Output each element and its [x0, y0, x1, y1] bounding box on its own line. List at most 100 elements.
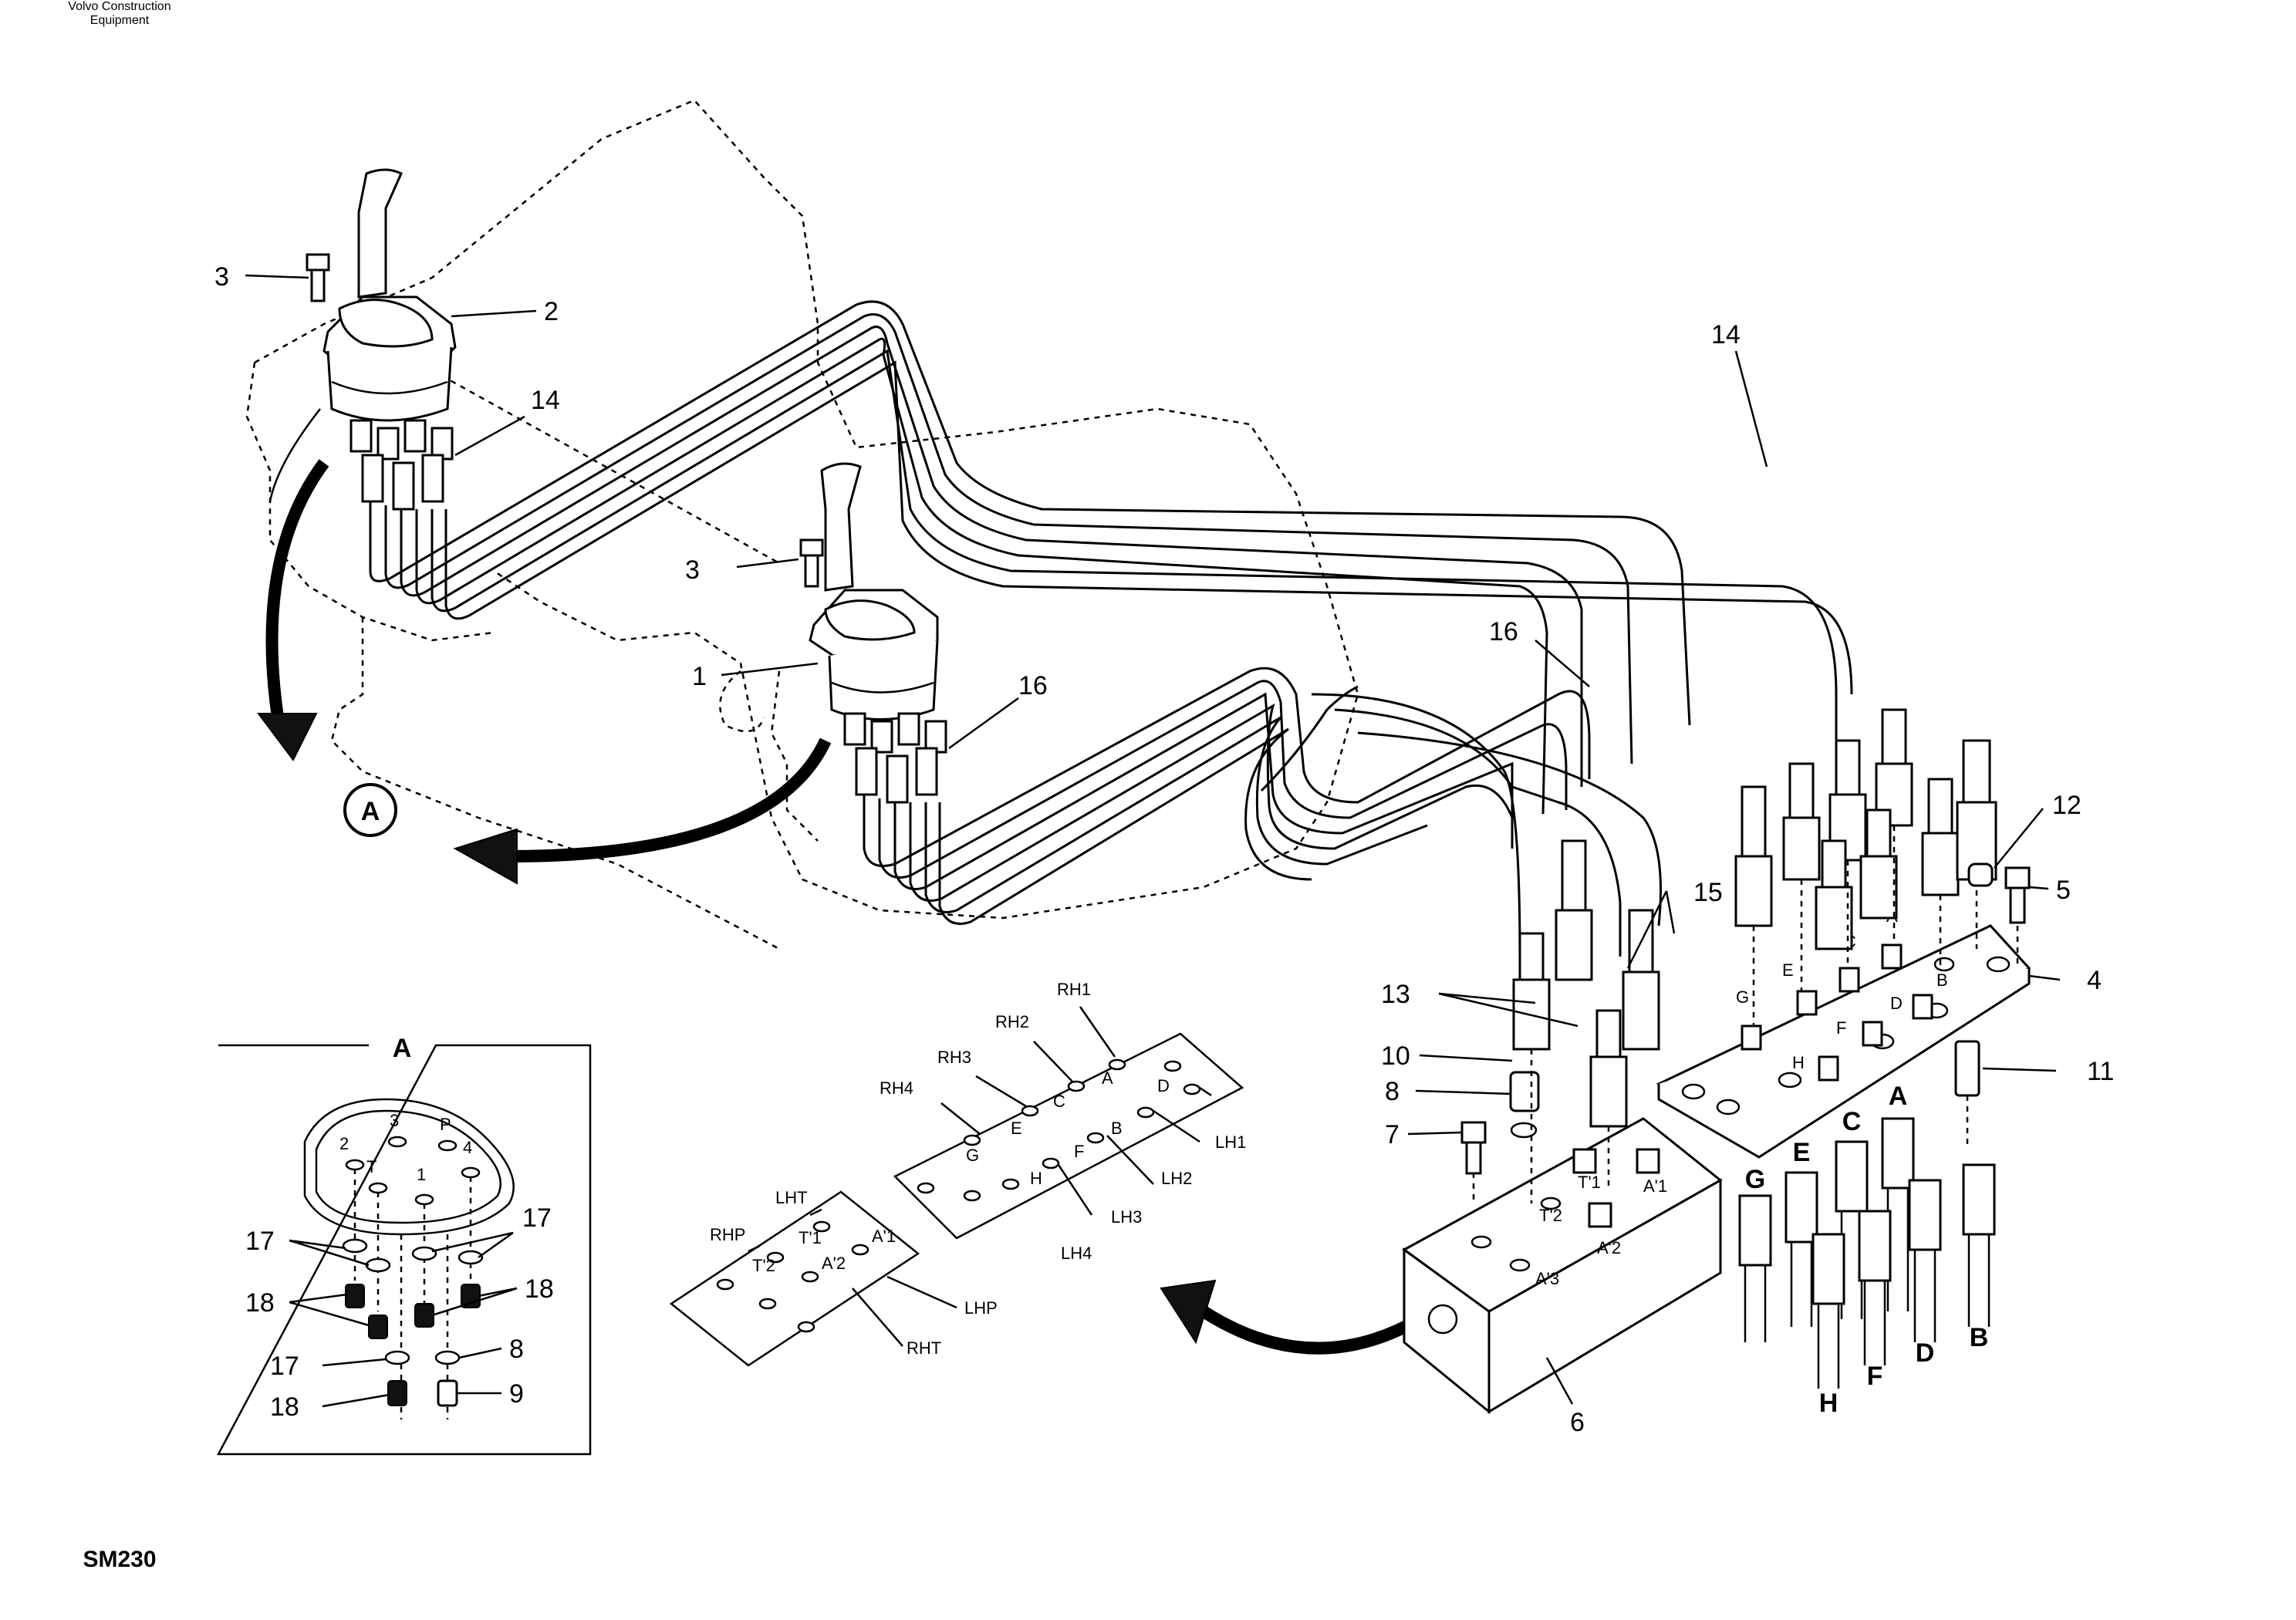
callout-8: 8	[1385, 1077, 1400, 1106]
detail-label-9: 9	[509, 1379, 524, 1409]
detail-a-title: A	[393, 1034, 412, 1063]
port-plate-right: A C E G D B F H RH1 RH2 RH3 RH4 LH1 LH2 …	[880, 980, 1246, 1263]
plug-12	[1967, 862, 1994, 887]
hose-end-d: D	[1916, 1338, 1935, 1368]
plate-right-port-d: D	[1157, 1076, 1170, 1095]
plate-right-lh4: LH4	[1061, 1244, 1092, 1263]
callout-3-left: 3	[214, 262, 229, 292]
left-joystick-fittings	[349, 419, 454, 511]
hose-end-a: A	[1889, 1082, 1908, 1111]
plate-left-a2: A'2	[822, 1254, 846, 1273]
arrow-to-plates	[1160, 1279, 1423, 1355]
detail-label-18c: 18	[270, 1392, 299, 1422]
port-plate-left: T'2 T'1 A'1 A'2 LHT RHP LHP RHT	[669, 1188, 998, 1367]
callout-15: 15	[1693, 878, 1723, 907]
hose-bundle-16	[863, 667, 1662, 957]
detail-label-8: 8	[509, 1335, 524, 1364]
block-port-a2: A'2	[1597, 1238, 1621, 1257]
callout-14-right: 14	[1711, 320, 1741, 349]
manifold-port-g: G	[1736, 987, 1749, 1007]
arrow-to-detail-a	[257, 459, 329, 761]
footer-brand-line1: Volvo Construction	[68, 0, 171, 13]
manifold-port-d: D	[1890, 994, 1903, 1013]
callout-5: 5	[2056, 876, 2071, 905]
detail-label-17a: 17	[245, 1227, 275, 1256]
console-outline	[245, 99, 1359, 950]
plate-left-rht: RHT	[907, 1338, 941, 1358]
block-port-a3: A'3	[1535, 1269, 1559, 1288]
hose-end-h: H	[1819, 1389, 1838, 1418]
manifold-port-h: H	[1792, 1053, 1805, 1072]
hose-end-f: F	[1867, 1362, 1883, 1391]
detail-pin-3: 3	[390, 1111, 399, 1130]
plate-left-rhp: RHP	[710, 1225, 745, 1244]
hose-end-g: G	[1745, 1165, 1765, 1194]
plate-left-lhp: LHP	[964, 1298, 998, 1318]
callout-10: 10	[1381, 1041, 1410, 1071]
plate-right-port-a: A	[1102, 1068, 1113, 1088]
plate-right-rh4: RH4	[880, 1078, 913, 1098]
plate-left-a1: A'1	[872, 1227, 896, 1246]
plate-left-t2: T'2	[752, 1256, 775, 1275]
callout-2: 2	[544, 297, 559, 326]
right-joystick	[809, 462, 947, 804]
hose-end-b: B	[1970, 1323, 1989, 1352]
detail-pin-t: T	[366, 1157, 376, 1176]
footer-brand: Volvo Construction Equipment	[39, 0, 201, 28]
callout-16-hose: 16	[1489, 617, 1518, 646]
plate-left-lht: LHT	[775, 1188, 808, 1207]
plate-right-port-e: E	[1011, 1119, 1022, 1138]
plate-right-port-c: C	[1053, 1092, 1065, 1111]
hose-bundle-14	[369, 300, 1853, 815]
callout-12: 12	[2052, 791, 2082, 820]
manifold-hose-ends	[1734, 708, 1997, 1026]
block-port-t2: T'2	[1539, 1206, 1562, 1225]
plate-right-lh2: LH2	[1161, 1169, 1192, 1188]
plate-right-port-g: G	[966, 1146, 979, 1165]
callout-6: 6	[1570, 1408, 1585, 1437]
block-port-a1: A'1	[1643, 1176, 1667, 1196]
callout-4: 4	[2087, 966, 2102, 995]
callout-7: 7	[1385, 1120, 1400, 1149]
bolt-right	[799, 538, 824, 588]
valve-manifold: G E C A B D F H	[1656, 906, 2031, 1159]
plate-right-port-h: H	[1030, 1169, 1042, 1188]
callout-11: 11	[2087, 1057, 2114, 1086]
view-marker-label: A	[361, 797, 380, 826]
detail-pin-p: P	[440, 1115, 451, 1134]
hose-end-e: E	[1793, 1138, 1811, 1167]
manifold-port-e: E	[1782, 960, 1794, 980]
adapter-11	[1954, 1040, 1980, 1149]
plate-left-t1: T'1	[799, 1228, 822, 1247]
leader-lines	[245, 274, 2061, 1405]
hose-end-c: C	[1842, 1107, 1862, 1136]
manifold-fittings	[1741, 943, 1933, 1082]
block-port-t1: T'1	[1578, 1173, 1601, 1192]
left-joystick	[268, 168, 457, 511]
detail-label-17b: 17	[522, 1203, 552, 1233]
plate-right-port-b: B	[1111, 1119, 1123, 1138]
detail-pin-1: 1	[417, 1165, 426, 1184]
plate-right-lh3: LH3	[1111, 1207, 1142, 1227]
bolt-5	[2004, 866, 2031, 964]
detail-label-18a: 18	[245, 1288, 275, 1318]
callout-1: 1	[692, 662, 707, 691]
bolt-left	[306, 253, 330, 302]
callout-14-left: 14	[531, 386, 560, 415]
footer-brand-line2: Equipment	[89, 14, 150, 27]
detail-a-inset: A 2 3 P 4 T 1 17 17	[216, 1034, 592, 1456]
block-hose-ends	[1460, 839, 1660, 1203]
callout-16-joystick: 16	[1018, 671, 1048, 700]
right-joystick-fittings	[843, 712, 947, 804]
plate-right-rh1: RH1	[1057, 980, 1091, 999]
detail-label-17c: 17	[270, 1352, 299, 1381]
detail-pin-2: 2	[339, 1134, 349, 1153]
arrow-to-marker-a	[453, 737, 832, 885]
lower-hose-ends	[1738, 1117, 1996, 1389]
callout-3-right: 3	[685, 555, 700, 585]
block-6: T'2 T'1 A'1 A'2 A'3	[1402, 1117, 1723, 1415]
plate-right-port-f: F	[1074, 1142, 1084, 1161]
plate-right-rh2: RH2	[995, 1012, 1029, 1031]
manifold-port-f: F	[1836, 1018, 1846, 1038]
